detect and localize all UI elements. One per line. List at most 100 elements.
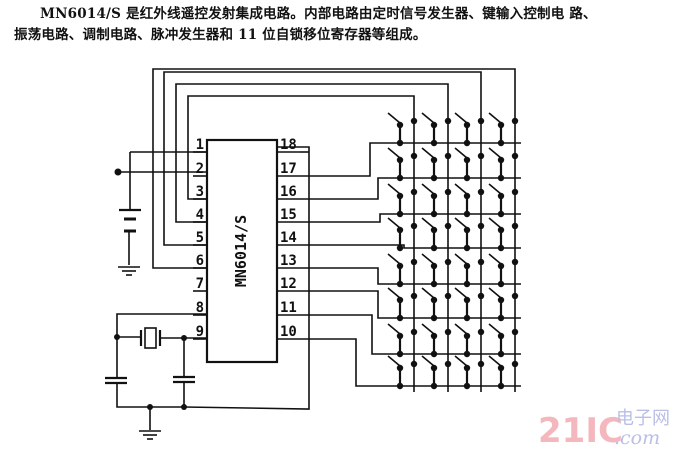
pin-label-6: 6 [196,253,204,269]
key-switch [488,355,519,390]
row-node [497,244,505,252]
column-node [444,292,452,300]
column-node [511,292,519,300]
description-line-2: 振荡电路、调制电路、脉冲发生器和 11 位自锁移位寄存器等组成。 [14,27,427,43]
row-wire-3 [300,213,521,223]
column-node [444,152,452,160]
switch-contact [488,253,502,265]
switch-contact [421,287,435,299]
key-switch [421,287,452,322]
row-wire-8 [300,338,521,387]
column-node [444,222,452,230]
switch-contact [454,147,468,159]
ic-label: MN6014/S [232,215,250,287]
battery-symbol [114,152,207,265]
key-switch [387,217,418,252]
column-node [444,188,452,196]
column-node [511,222,519,230]
column-node [410,292,418,300]
key-matrix [387,112,519,390]
row-node [497,174,505,182]
key-switch [421,183,452,218]
key-switch [421,323,452,358]
row-node [430,314,438,322]
row-node [463,350,471,358]
column-node [511,152,519,160]
key-switch [488,217,519,252]
key-switch [387,323,418,358]
row-node [497,350,505,358]
watermark-cn: 电子网 [616,408,670,429]
switch-contact [454,183,468,195]
row-node [497,210,505,218]
column-node [511,258,519,266]
switch-contact [488,183,502,195]
row-wire-5 [300,267,521,285]
row-node [396,244,404,252]
switch-contact [454,253,468,265]
column-node [410,152,418,160]
pin-label-4: 4 [196,207,204,223]
ic-body [205,138,279,364]
row-node [463,174,471,182]
switch-contact [387,183,401,195]
column-node [410,222,418,230]
row-node [430,382,438,390]
key-switch [421,147,452,182]
column-node [511,328,519,336]
row-node [396,139,404,147]
pin-label-13: 13 [280,253,297,269]
pin-label-8: 8 [196,300,204,316]
switch-contact [387,217,401,229]
row-wire-1 [300,142,521,177]
pin-label-15: 15 [280,207,297,223]
key-switch [488,112,519,147]
column-node [444,328,452,336]
pin-label-3: 3 [196,184,204,200]
column-node [511,360,519,368]
key-switch [454,147,485,182]
switch-contact [454,323,468,335]
column-node [511,188,519,196]
key-switch [421,253,452,288]
column-node [410,258,418,266]
switch-contact [421,253,435,265]
ground-icon-bottom [139,407,161,440]
row-node [430,350,438,358]
watermark-brand: 21IC [538,411,623,451]
switch-contact [488,112,502,124]
wiring [130,68,521,392]
switch-contact [488,355,502,367]
pin-label-2: 2 [196,161,204,177]
row-node [396,350,404,358]
description-line-1: MN6014/S 是红外线遥控发射集成电路。内部电路由定时信号发生器、键输入控制… [40,6,597,22]
row-node [497,139,505,147]
key-switch [387,183,418,218]
switch-contact [454,355,468,367]
switch-contact [421,112,435,124]
row-node [497,382,505,390]
switch-contact [454,217,468,229]
switch-contact [488,217,502,229]
row-node [396,314,404,322]
switch-contact [387,147,401,159]
capacitor-right [147,146,310,410]
column-node [477,188,485,196]
row-node [463,244,471,252]
switch-contact [454,287,468,299]
switch-contact [421,323,435,335]
row-node [430,174,438,182]
key-switch [421,355,452,390]
key-switch [387,253,418,288]
column-node [477,152,485,160]
key-switch [421,112,452,147]
key-switch [488,323,519,358]
row-wire-4 [300,244,521,249]
switch-contact [387,253,401,265]
description-text: MN6014/S 是红外线遥控发射集成电路。内部电路由定时信号发生器、键输入控制… [14,4,682,46]
key-switch [387,355,418,390]
column-node [410,117,418,125]
watermark-domain: .com [614,427,660,449]
row-node [463,314,471,322]
